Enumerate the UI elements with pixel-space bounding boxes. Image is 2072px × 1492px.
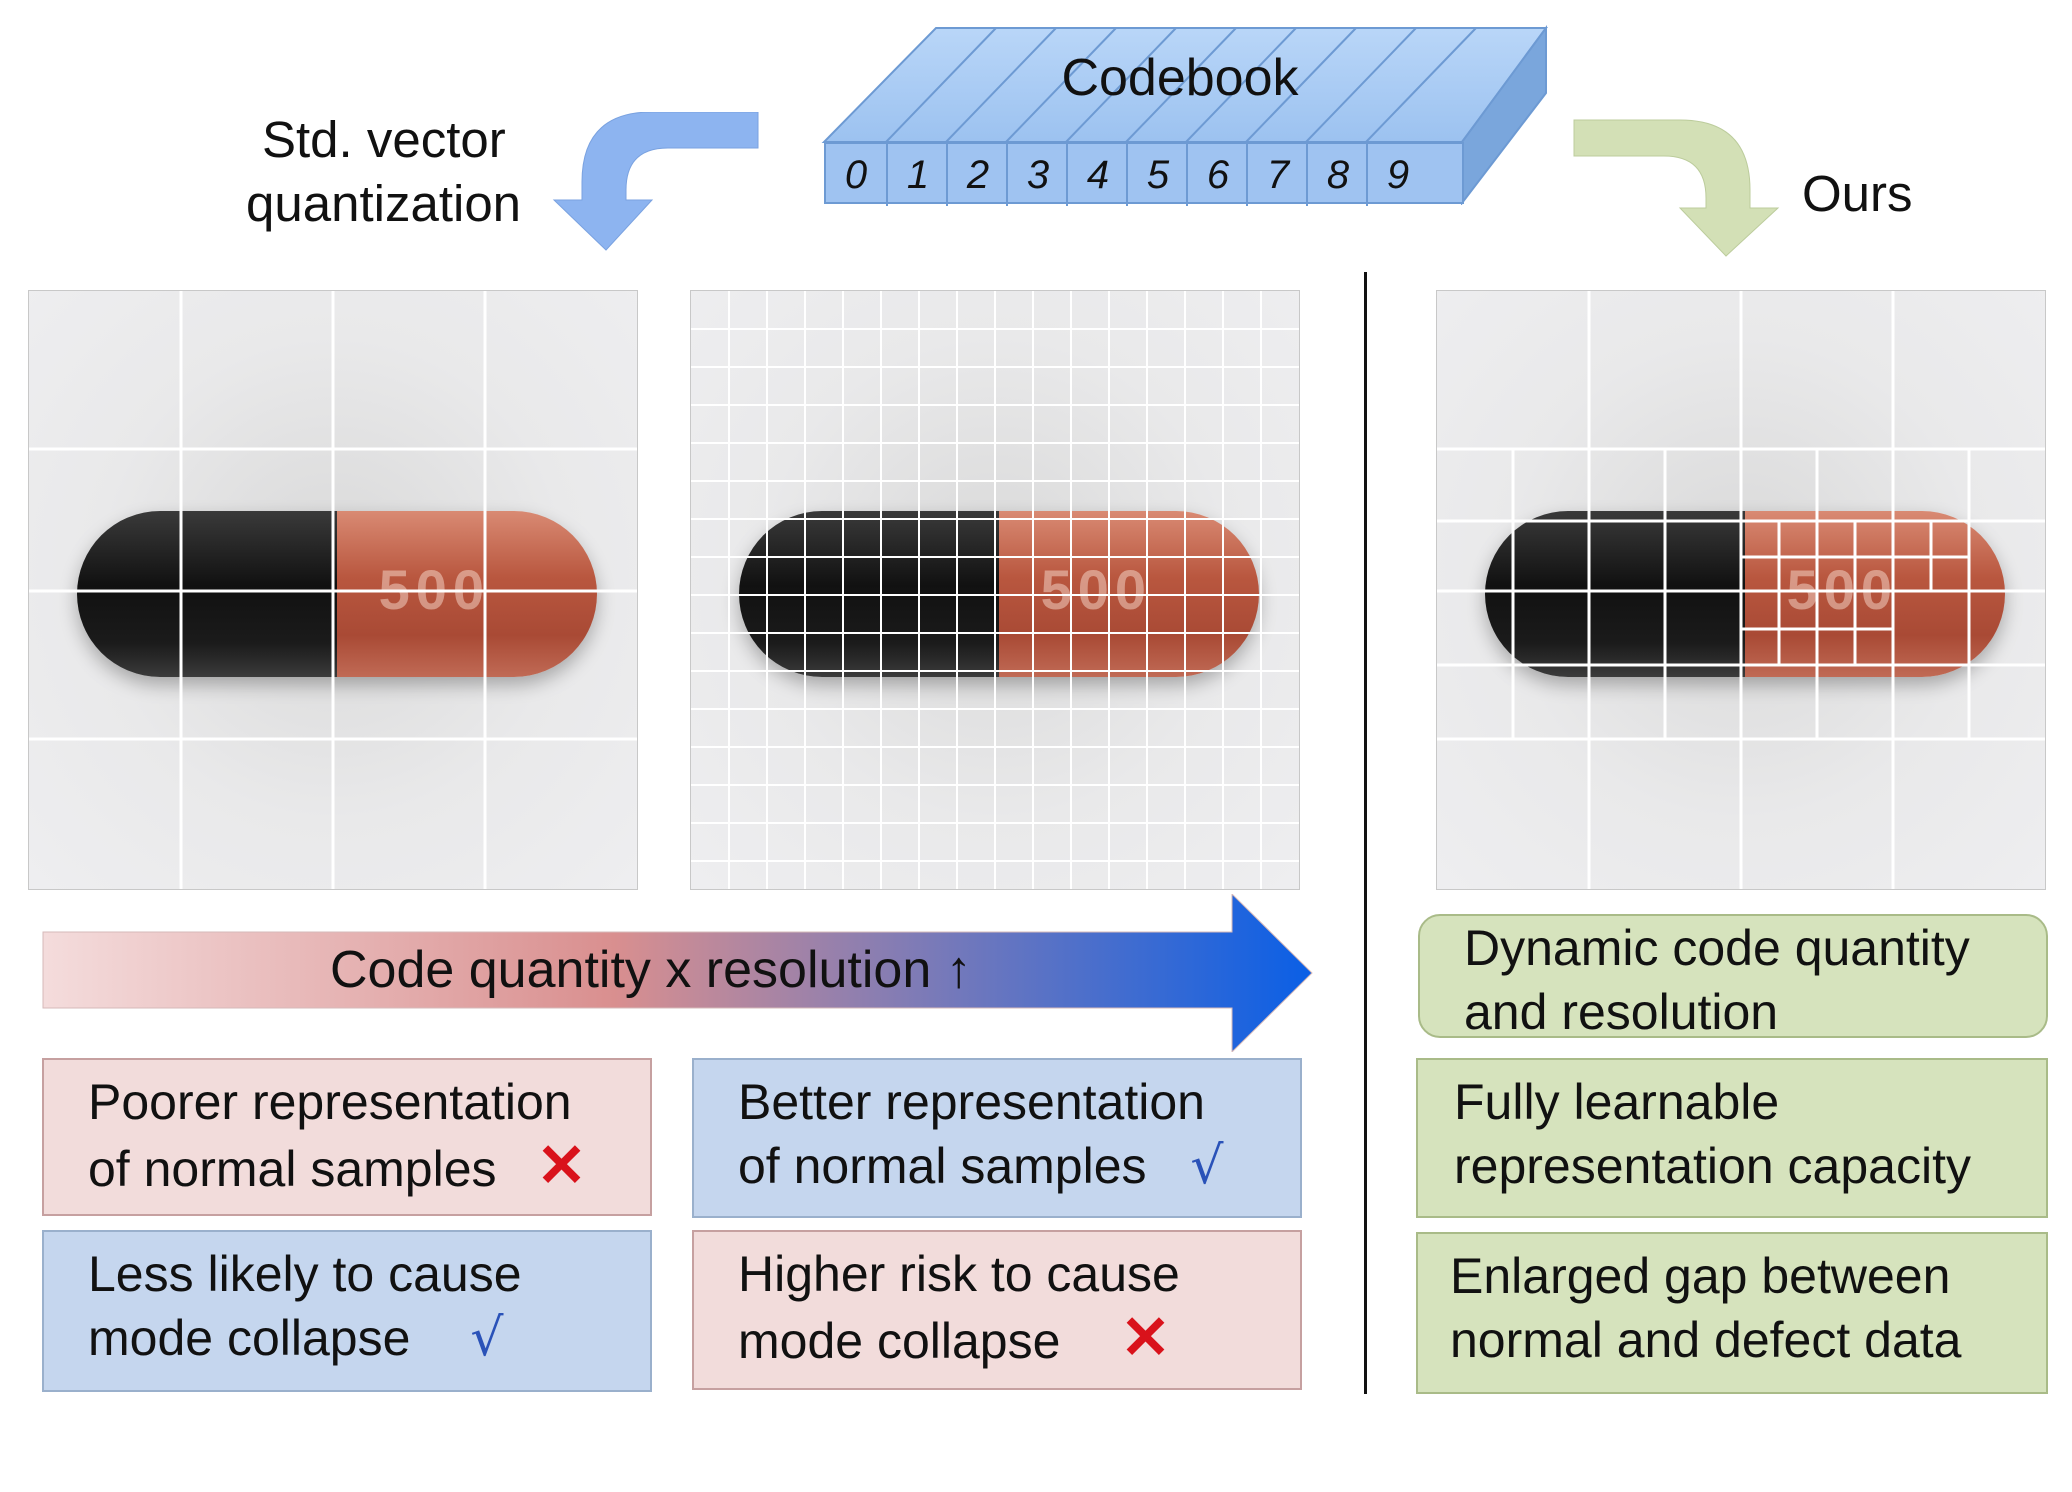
dynamic-line1: Dynamic code quantity — [1464, 920, 1970, 976]
code-cell-2: 2 — [946, 144, 1008, 206]
code-cell-5: 5 — [1126, 144, 1188, 206]
cross-icon: ✕ — [536, 1132, 587, 1199]
code-cell-3: 3 — [1006, 144, 1068, 206]
better-line2: of normal samples — [738, 1138, 1147, 1194]
enlarged-gap-box: Enlarged gap between normal and defect d… — [1416, 1232, 2048, 1394]
left-curved-arrow — [552, 112, 759, 251]
code-cell-0: 0 — [844, 153, 868, 197]
code-cell-7: 7 — [1246, 144, 1308, 206]
codebook-front: 0 1 2 3 4 5 6 7 8 9 — [824, 142, 1464, 206]
higher-risk-collapse-box: Higher risk to cause mode collapse ✕ — [692, 1230, 1302, 1390]
capsule-imprint: 500 — [1040, 558, 1153, 622]
dynamic-line2: and resolution — [1464, 984, 1779, 1040]
poorer-representation-box: Poorer representation of normal samples … — [42, 1058, 652, 1216]
higher-risk-line1: Higher risk to cause — [738, 1246, 1180, 1302]
codebook-block — [821, 25, 1548, 205]
less-likely-line2: mode collapse — [88, 1310, 411, 1366]
dynamic-grid-panel: 500 — [1436, 290, 2046, 890]
cross-icon: ✕ — [1120, 1304, 1171, 1371]
better-representation-box: Better representation of normal samples … — [692, 1058, 1302, 1218]
right-curved-arrow — [1573, 119, 1780, 257]
trend-arrow — [42, 894, 1313, 1052]
gap-line1: Enlarged gap between — [1450, 1248, 1951, 1304]
dynamic-code-box: Dynamic code quantity and resolution — [1418, 914, 2048, 1040]
capsule-image: 500 — [77, 511, 597, 677]
fine-grid-lines — [691, 291, 1299, 889]
codebook-title: Codebook — [1061, 49, 1299, 107]
gap-line2: normal and defect data — [1450, 1312, 1962, 1368]
coarse-grid-lines — [29, 291, 637, 889]
learnable-line2: representation capacity — [1454, 1138, 1971, 1194]
less-likely-line1: Less likely to cause — [88, 1246, 522, 1302]
std-vq-label-line1: Std. vector — [262, 111, 506, 168]
code-cell-4: 4 — [1066, 144, 1128, 206]
check-icon: √ — [470, 1308, 504, 1368]
check-icon: √ — [1190, 1136, 1224, 1196]
learnable-line1: Fully learnable — [1454, 1074, 1780, 1130]
better-line1: Better representation — [738, 1074, 1205, 1130]
ours-label: Ours — [1802, 165, 1913, 222]
poorer-line1: Poorer representation — [88, 1074, 572, 1130]
code-cell-1: 1 — [886, 144, 948, 206]
code-cell-9: 9 — [1366, 144, 1428, 206]
section-divider — [1364, 272, 1367, 1394]
higher-risk-line2: mode collapse — [738, 1313, 1061, 1369]
capsule-image: 500 — [1485, 511, 2005, 677]
code-cell-8: 8 — [1306, 144, 1368, 206]
fine-grid-panel: 500 — [690, 290, 1300, 890]
fully-learnable-box: Fully learnable representation capacity — [1416, 1058, 2048, 1218]
dynamic-grid-lines — [1437, 291, 2045, 889]
coarse-grid-panel: 500 — [28, 290, 638, 890]
poorer-line2: of normal samples — [88, 1141, 497, 1197]
less-likely-collapse-box: Less likely to cause mode collapse √ — [42, 1230, 652, 1392]
std-vq-label-line2: quantization — [246, 175, 522, 232]
code-cell-6: 6 — [1186, 144, 1248, 206]
trend-arrow-label: Code quantity x resolution ↑ — [330, 941, 972, 999]
